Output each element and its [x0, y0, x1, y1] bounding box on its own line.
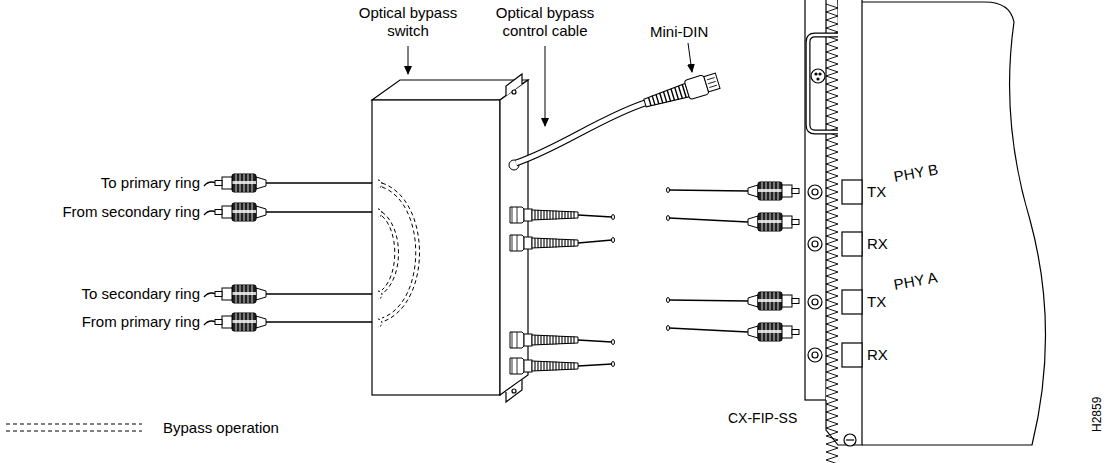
mini-din-connector	[642, 71, 721, 112]
ring-label: To primary ring	[101, 174, 200, 192]
signal-label: TX	[867, 293, 886, 311]
port-tab	[842, 232, 862, 256]
figure-id: H2859	[1090, 397, 1104, 432]
mini-din-socket	[811, 69, 825, 83]
interface-card	[805, 0, 1046, 463]
ring-pigtails	[204, 174, 372, 331]
captive-screw	[844, 434, 856, 446]
leader-arrow	[688, 43, 692, 72]
mounting-tab	[506, 380, 522, 402]
port	[808, 237, 822, 251]
part-label: Optical bypass control cable	[486, 4, 604, 40]
mounting-tab	[506, 74, 522, 96]
box-side	[372, 100, 500, 395]
legend-line-sample	[6, 424, 142, 431]
bypass-paths	[378, 180, 420, 327]
leader-arrow	[545, 46, 546, 126]
tab-hole	[512, 90, 516, 94]
card-name: CX-FIP-SS	[728, 410, 797, 426]
port-tab	[842, 343, 862, 367]
ring-label: To secondary ring	[82, 285, 200, 303]
card-outline	[838, 2, 1046, 445]
port	[808, 185, 822, 199]
switch-fibers	[510, 207, 615, 374]
control-cable	[509, 103, 645, 170]
leader-arrow	[408, 46, 409, 74]
part-label: Mini-DIN	[650, 23, 708, 41]
port	[808, 295, 822, 309]
card-fibers	[667, 182, 800, 341]
port-tab	[842, 180, 862, 204]
signal-label: RX	[867, 235, 888, 253]
ring-label: From primary ring	[82, 313, 200, 331]
faceplate-hatch	[826, 4, 838, 463]
port	[808, 348, 822, 362]
tab-hole	[512, 389, 516, 393]
signal-label: RX	[867, 346, 888, 364]
legend-text: Bypass operation	[163, 419, 279, 437]
signal-label: TX	[867, 183, 886, 201]
port-tab	[842, 290, 862, 314]
ring-label: From secondary ring	[62, 203, 200, 221]
card-handle	[808, 35, 838, 132]
part-label: Optical bypass switch	[350, 4, 466, 40]
bypass-switch-box	[372, 74, 528, 402]
